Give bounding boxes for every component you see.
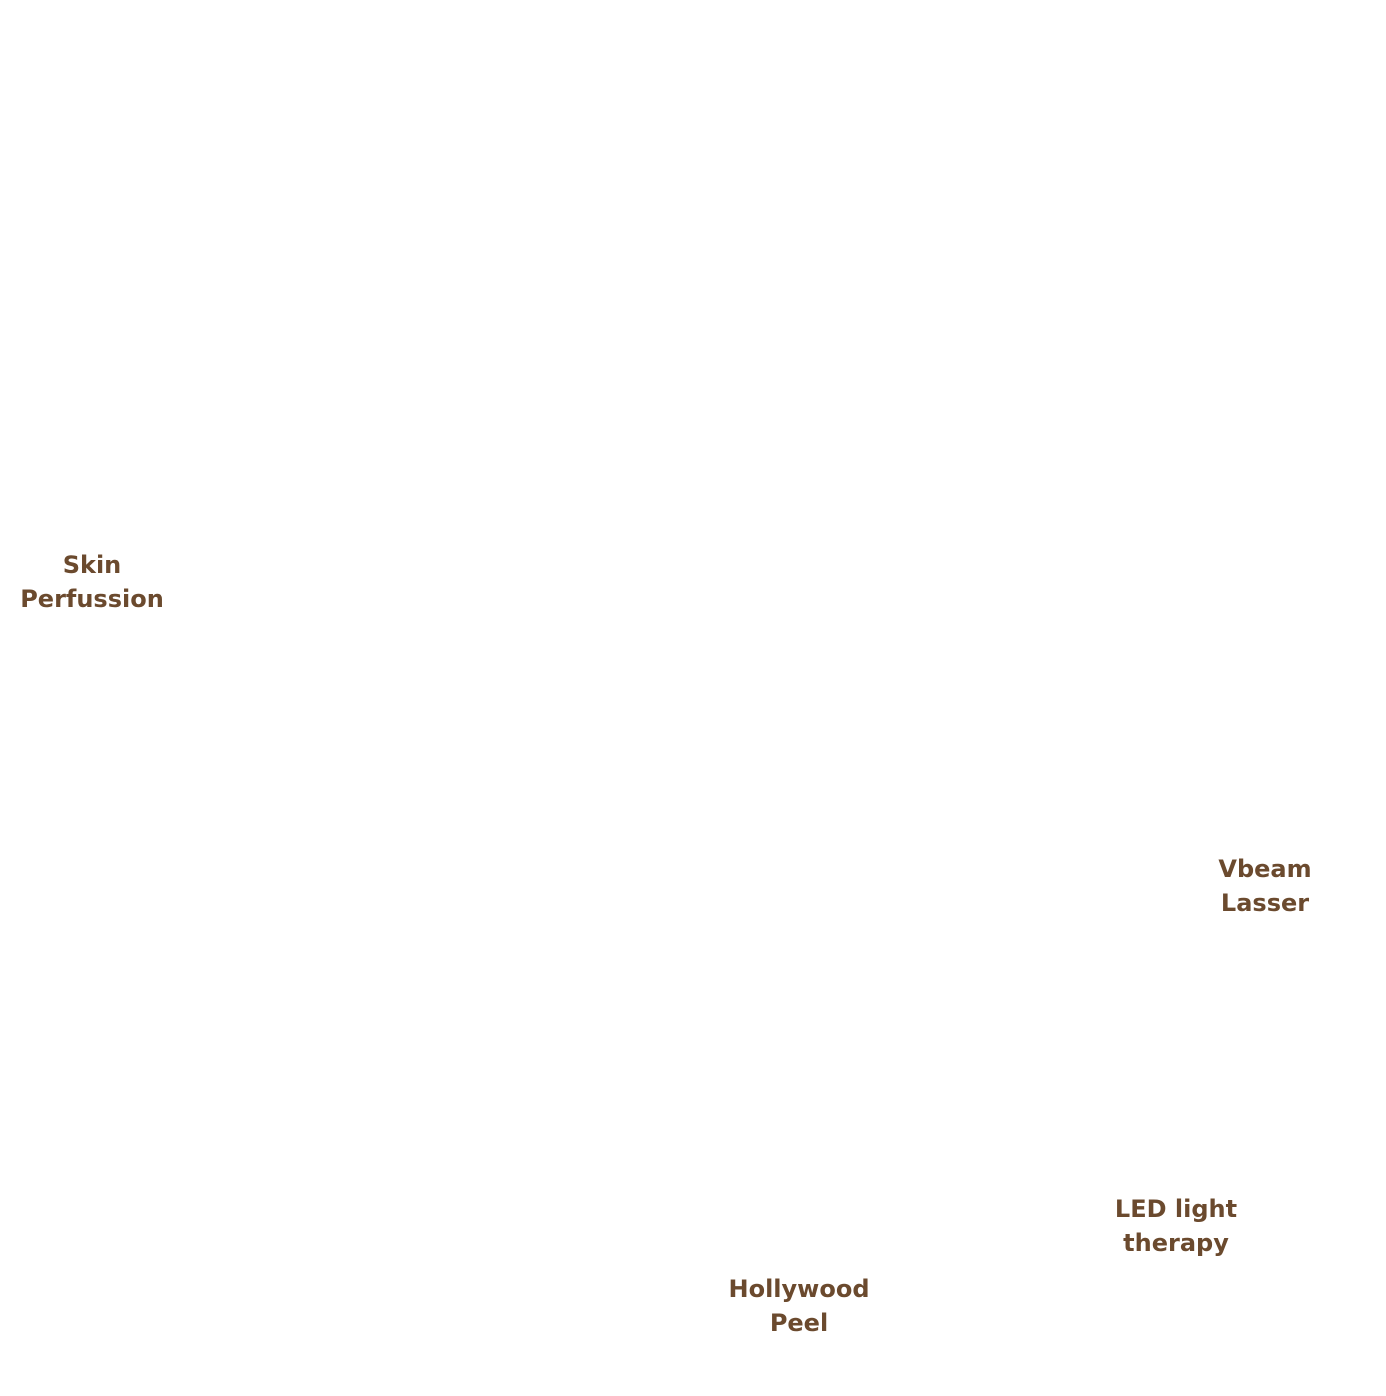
treatment-label-led-light-therapy[interactable]: LED light therapy (1115, 1192, 1237, 1260)
treatment-label-skin-perfussion[interactable]: Skin Perfussion (20, 548, 164, 616)
treatment-label-line-2: Perfussion (20, 585, 164, 613)
treatment-label-vbeam-lasser[interactable]: Vbeam Lasser (1218, 852, 1311, 920)
treatment-label-line-1: Hollywood (728, 1275, 870, 1303)
treatment-label-line-2: Peel (769, 1309, 829, 1337)
treatment-label-line-2: therapy (1123, 1229, 1229, 1257)
treatment-label-line-2: Lasser (1220, 889, 1310, 917)
treatment-label-line-1: Vbeam (1218, 855, 1312, 883)
treatment-label-line-1: LED light (1114, 1195, 1238, 1223)
treatment-label-line-1: Skin (62, 551, 122, 579)
treatment-label-hollywood-peel[interactable]: Hollywood Peel (729, 1272, 870, 1340)
